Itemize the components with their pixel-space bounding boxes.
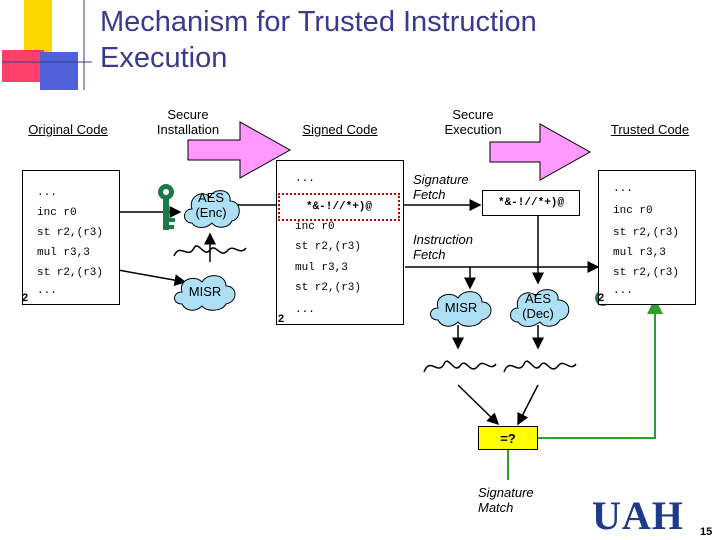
- trusted-code-scroll: ... inc r0 st r2,(r3) mul r3,3 st r2,(r3…: [598, 170, 696, 305]
- header-original-code: Original Code: [28, 122, 108, 137]
- code-line: ...: [295, 304, 315, 316]
- code-line: inc r0: [295, 221, 335, 233]
- code-line: mul r3,3: [613, 247, 666, 259]
- fetched-signature: *&-!//*+)@: [482, 190, 580, 216]
- scroll-page-number: 2: [22, 292, 29, 304]
- signature-match-label: Signature Match: [478, 485, 534, 515]
- scroll-page-number: 2: [598, 292, 605, 304]
- scroll-page-number: 2: [278, 313, 285, 325]
- signature-scribble-icon: [503, 360, 577, 373]
- code-line: ...: [37, 285, 57, 297]
- misr-execution-label: MISR: [444, 300, 478, 315]
- uah-logo: UAH: [592, 493, 684, 538]
- code-line: ...: [37, 187, 57, 199]
- page-title: Mechanism for Trusted Instruction Execut…: [100, 6, 537, 74]
- installation-arrow: [187, 121, 292, 179]
- code-line: ...: [613, 183, 633, 195]
- code-line: st r2,(r3): [295, 282, 362, 294]
- signature-scribble-icon: [173, 245, 247, 257]
- misr-execution-cloud: [430, 291, 492, 327]
- header-trusted-code: Trusted Code: [610, 122, 690, 137]
- code-line: st r2,(r3): [295, 241, 362, 253]
- signed-code-scroll: ... inc r0 st r2,(r3) mul r3,3 st r2,(r3…: [276, 160, 404, 325]
- aes-encryption-cloud: [184, 190, 240, 228]
- signature-scribble-icon: [423, 360, 497, 373]
- original-code-scroll: ... inc r0 st r2,(r3) mul r3,3 st r2,(r3…: [22, 170, 120, 305]
- code-line: ...: [613, 285, 633, 297]
- aes-dec-label: AES (Dec): [522, 291, 554, 321]
- signature-compare: =?: [478, 426, 538, 450]
- corner-decoration: [2, 0, 92, 90]
- execution-arrow: [489, 123, 592, 181]
- slide-number: 15: [700, 526, 713, 538]
- code-line: st r2,(r3): [613, 267, 680, 279]
- code-line: st r2,(r3): [37, 267, 104, 279]
- aes-decryption-cloud: [510, 289, 570, 327]
- header-secure-installation: Secure Installation: [156, 107, 220, 137]
- instruction-fetch-label: Instruction Fetch: [413, 232, 473, 262]
- code-line: st r2,(r3): [613, 227, 680, 239]
- code-line: inc r0: [37, 207, 77, 219]
- code-line: mul r3,3: [295, 262, 348, 274]
- signature-fetch-label: Signature Fetch: [413, 172, 469, 202]
- key-icon: [158, 184, 175, 230]
- header-signed-code: Signed Code: [302, 122, 378, 137]
- header-secure-execution: Secure Execution: [444, 107, 502, 137]
- code-line: inc r0: [613, 205, 653, 217]
- misr-installation-cloud: [174, 275, 236, 311]
- embedded-signature: *&-!//*+)@: [278, 193, 400, 221]
- code-line: mul r3,3: [37, 247, 90, 259]
- aes-enc-label: AES (Enc): [195, 190, 227, 220]
- misr-installation-label: MISR: [188, 284, 222, 299]
- code-line: ...: [295, 173, 315, 185]
- code-line: st r2,(r3): [37, 227, 104, 239]
